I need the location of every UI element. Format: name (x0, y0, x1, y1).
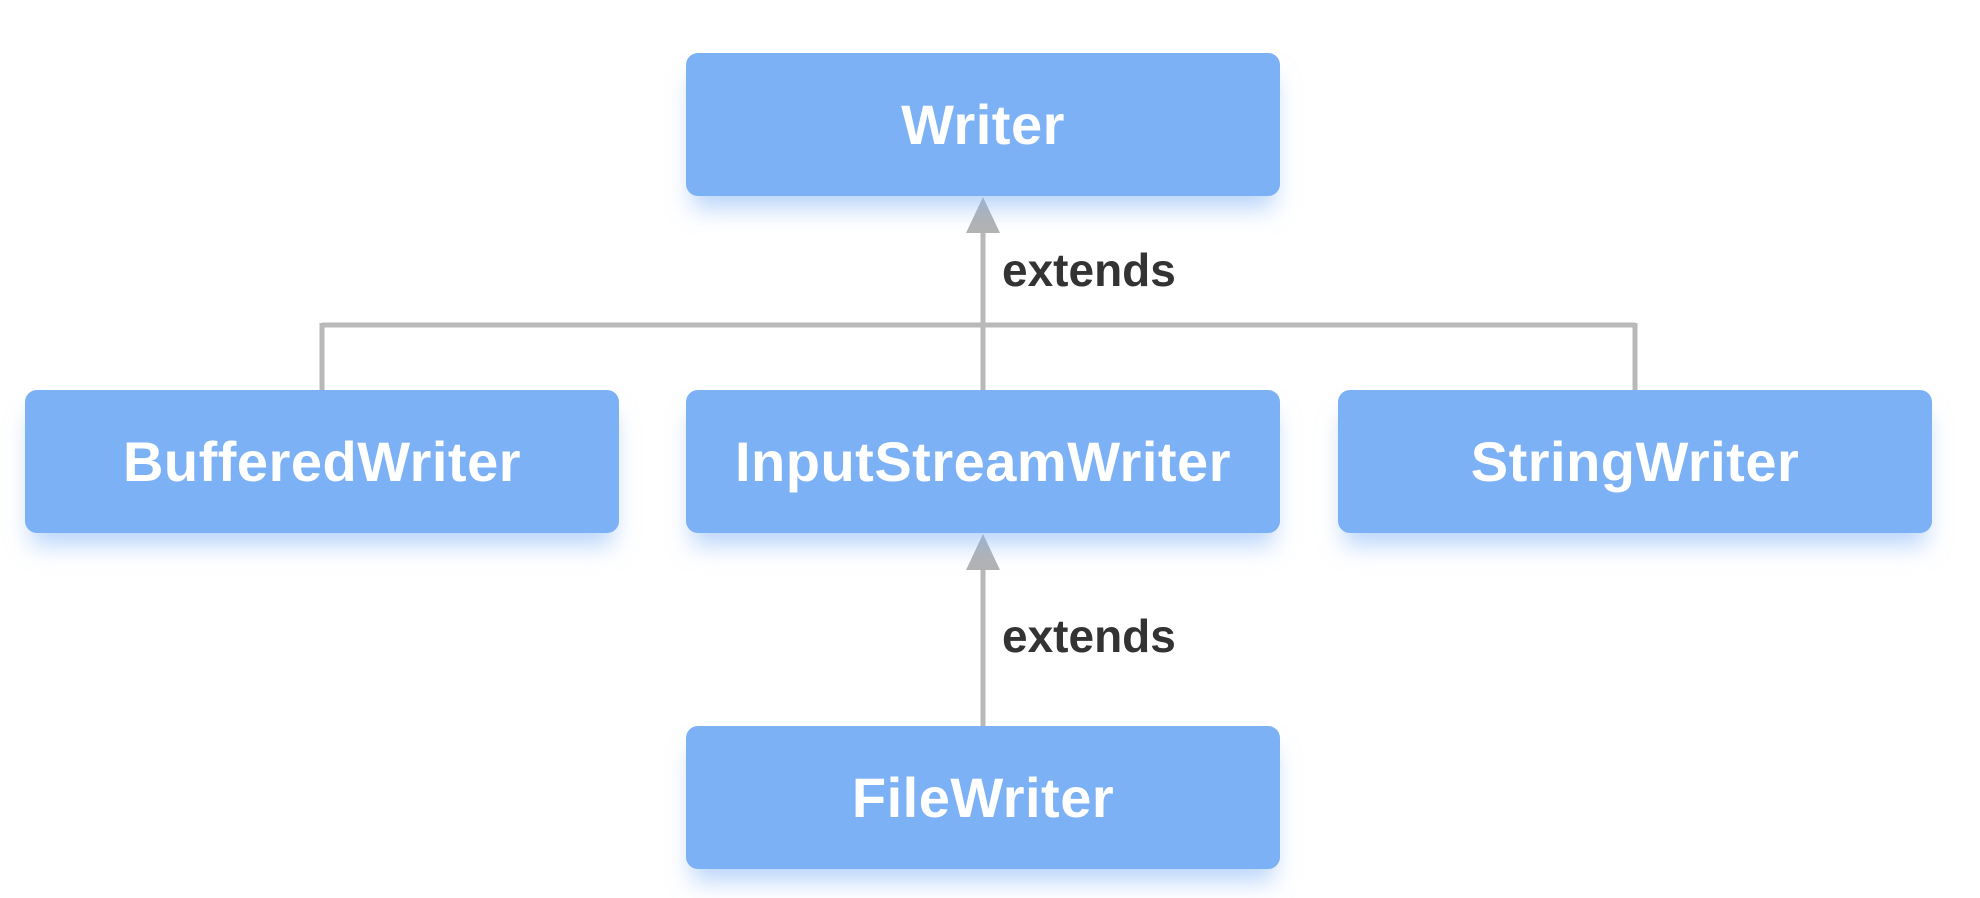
node-string-writer: StringWriter (1338, 390, 1932, 533)
node-input-stream-writer-label: InputStreamWriter (735, 430, 1231, 493)
node-writer: Writer (686, 53, 1280, 196)
node-writer-label: Writer (901, 93, 1065, 156)
arrow-up-head-bottom (966, 534, 1000, 570)
arrow-up-head-top (966, 197, 1000, 233)
edge-label-extends-bottom: extends (1002, 610, 1176, 662)
node-buffered-writer: BufferedWriter (25, 390, 619, 533)
node-buffered-writer-label: BufferedWriter (122, 430, 521, 493)
node-file-writer-label: FileWriter (851, 766, 1115, 829)
node-input-stream-writer: InputStreamWriter (686, 390, 1280, 533)
node-string-writer-label: StringWriter (1470, 430, 1800, 493)
edge-label-extends-top: extends (1002, 244, 1176, 296)
node-file-writer: FileWriter (686, 726, 1280, 869)
